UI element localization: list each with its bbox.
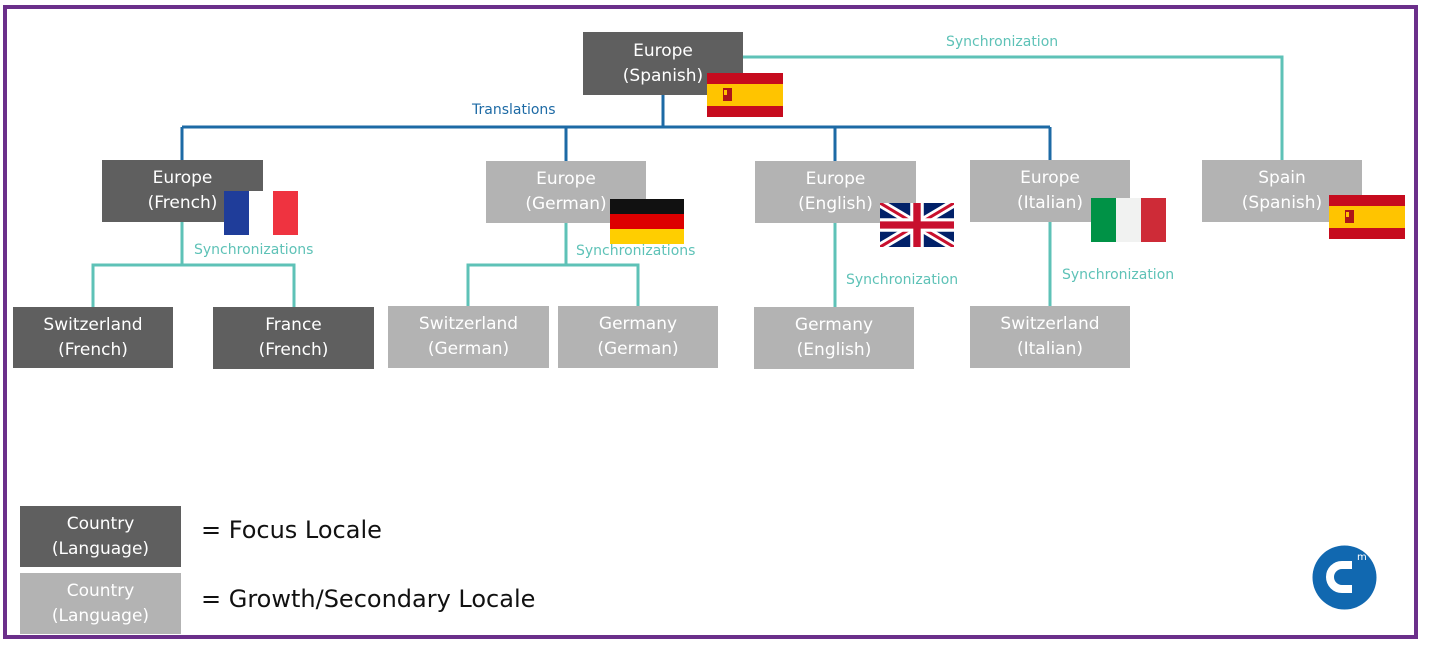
flag-spain-icon: [1329, 195, 1405, 239]
node-line2: (French): [258, 340, 329, 360]
node-line1: Germany: [794, 315, 874, 335]
sync-line-german: [466, 222, 568, 306]
node-line2: (Spanish): [622, 65, 704, 86]
flag-spain-icon: [707, 73, 783, 117]
node-europe-german: Europe (German): [486, 161, 646, 223]
node-line2: (French): [58, 339, 128, 360]
node-line1: Europe: [1020, 168, 1080, 188]
legend-focus-label: = Focus Locale: [201, 516, 382, 544]
node-line2: (English): [796, 340, 872, 360]
sync-line-french: [91, 222, 184, 307]
sync-line-german-b: [566, 263, 640, 306]
flag-france-icon: [224, 191, 298, 235]
flag-italy-icon: [1091, 198, 1166, 242]
node-line1: Switzerland: [43, 314, 143, 335]
node-line1: Europe: [633, 40, 693, 61]
node-line1: Switzerland: [418, 314, 519, 334]
flag-uk-icon: [880, 203, 954, 247]
node-line1: Europe: [805, 169, 866, 189]
flag-germany-icon: [610, 199, 684, 244]
legend-focus-swatch: Country (Language): [20, 506, 181, 567]
legend-line1: Country: [66, 513, 135, 534]
node-line2: (German): [597, 339, 679, 359]
node-switzerland-italian: Switzerland (Italian): [970, 306, 1130, 368]
node-line2: (Spanish): [1241, 193, 1323, 213]
node-line2: (Italian): [1017, 193, 1083, 213]
legend-growth-swatch: Country (Language): [20, 573, 181, 634]
sync-label-italian: Synchronization: [1062, 267, 1175, 283]
brand-logo-icon: m: [1312, 545, 1377, 610]
legend-line2: (Language): [51, 605, 150, 626]
node-switzerland-german: Switzerland (German): [388, 306, 549, 368]
sync-line-spain: [743, 55, 1284, 161]
legend-line1: Country: [66, 580, 135, 601]
node-europe-english: Europe (English): [755, 161, 916, 223]
node-line2: (Italian): [1017, 339, 1083, 359]
node-line1: Germany: [598, 314, 678, 334]
sync-label-english: Synchronization: [846, 272, 959, 288]
node-line2: (German): [427, 339, 510, 359]
node-europe-spanish: Europe (Spanish): [583, 32, 743, 95]
node-line1: Europe: [152, 168, 213, 188]
node-line2: (French): [147, 193, 218, 213]
node-spain-spanish: Spain (Spanish): [1202, 160, 1362, 222]
diagram-frame: [3, 5, 1418, 639]
sync-line-french-b: [182, 263, 296, 307]
node-switzerland-french: Switzerland (French): [13, 307, 173, 368]
sync-label-german: Synchronizations: [576, 243, 696, 259]
node-line1: France: [265, 315, 322, 335]
sync-label-french: Synchronizations: [194, 242, 314, 258]
legend-line2: (Language): [51, 538, 150, 559]
node-line2: (German): [525, 194, 607, 214]
node-line1: Switzerland: [1000, 314, 1100, 334]
node-line2: (English): [798, 194, 873, 214]
node-line1: Europe: [536, 169, 596, 189]
node-france-french: France (French): [213, 307, 374, 369]
translations-label: Translations: [472, 102, 556, 118]
sync-label-spain: Synchronization: [946, 34, 1059, 50]
node-europe-italian: Europe (Italian): [970, 160, 1130, 222]
node-germany-english: Germany (English): [754, 307, 914, 369]
svg-text:m: m: [1357, 552, 1367, 563]
legend-growth-label: = Growth/Secondary Locale: [201, 585, 536, 613]
node-germany-german: Germany (German): [558, 306, 718, 368]
node-line1: Spain: [1258, 168, 1306, 188]
